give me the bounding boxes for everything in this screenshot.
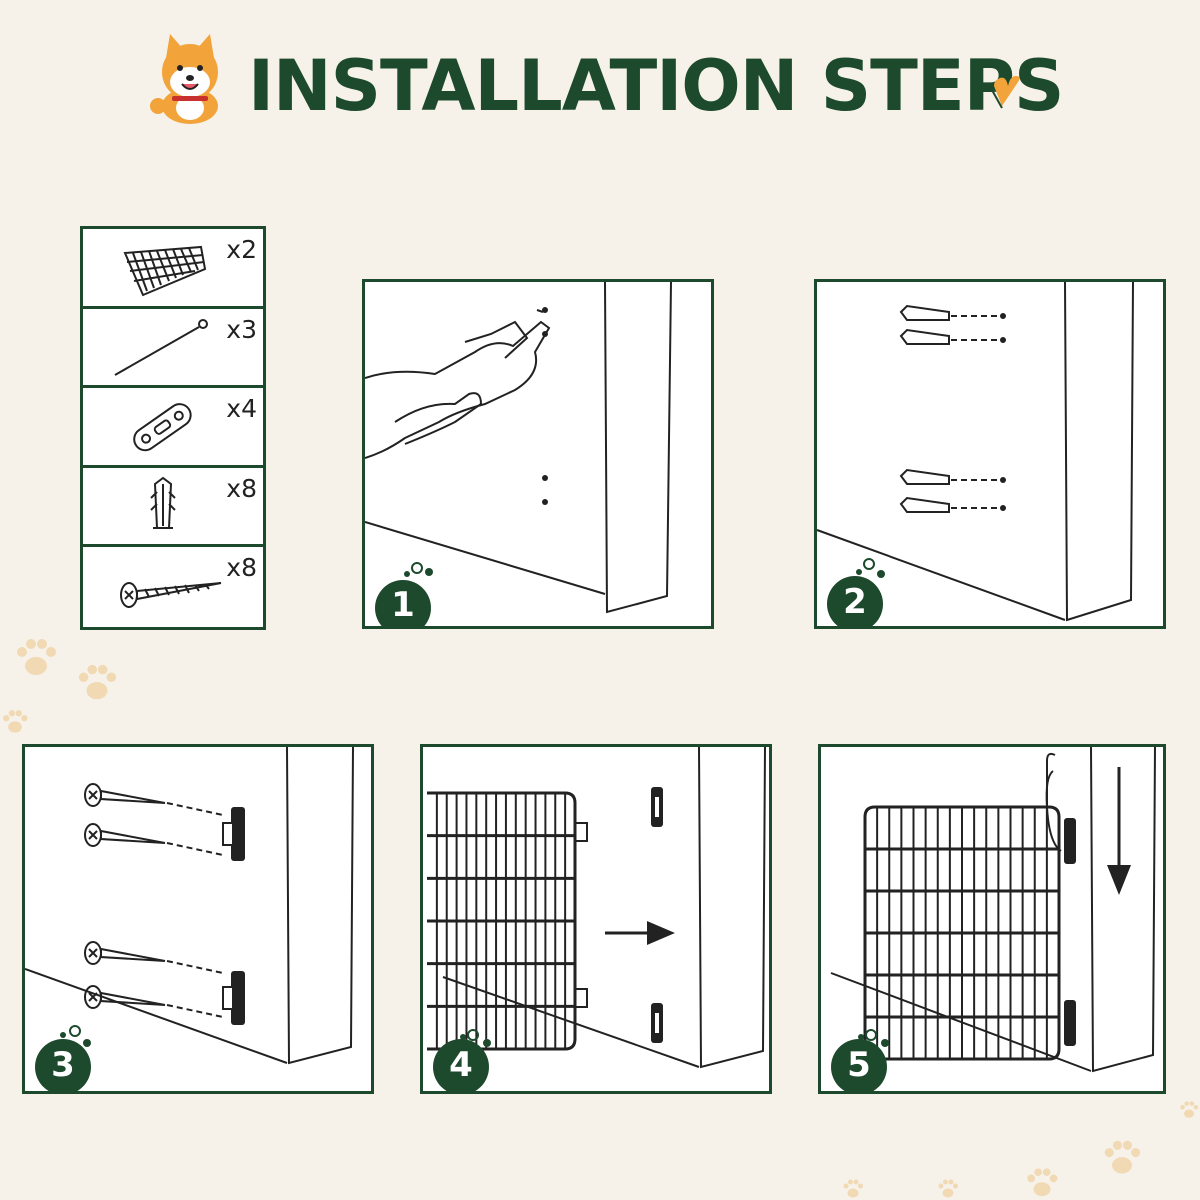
step-badge-icon (433, 1029, 491, 1091)
step-3-panel: 3 (22, 744, 374, 1094)
hinges (1045, 752, 1076, 1046)
step-number: 4 (449, 1045, 473, 1085)
step-badge-icon (827, 558, 885, 626)
paw-print-icon (78, 664, 117, 700)
paw-print-icon (1027, 1168, 1058, 1197)
step-4-illustration (427, 747, 766, 1091)
step-badge-icon (35, 1025, 91, 1091)
step-2-illustration (817, 282, 1134, 626)
step-3-illustration (25, 747, 354, 1091)
arrow-down-icon (1107, 767, 1131, 895)
screw-icon (120, 582, 222, 609)
paw-print-icon (17, 639, 56, 675)
paw-print-icon (843, 1179, 863, 1198)
step-number: 3 (51, 1045, 75, 1085)
part-row-hook-rod: x3 (83, 309, 263, 389)
bracket-plate-icon (133, 403, 192, 452)
arrow-right-icon (605, 921, 675, 945)
step-5-panel: 5 (818, 744, 1166, 1094)
gate-panel (863, 805, 1061, 1061)
hook-rod-icon (114, 318, 208, 376)
wall-anchor-icon (150, 476, 176, 529)
gate-panel-icon (123, 245, 207, 297)
part-row-screw: x8 (83, 547, 263, 627)
step-4-panel: 4 (420, 744, 772, 1094)
paw-print-icon (938, 1179, 958, 1198)
step-1-panel: 1 (362, 279, 714, 629)
bracket-plates (222, 807, 245, 1025)
gate-panel (427, 791, 588, 1051)
step-1-illustration (365, 282, 672, 626)
anchor-pair-top (899, 304, 1001, 513)
step-2-panel: 2 (814, 279, 1166, 629)
step-badge-icon (375, 562, 433, 626)
part-qty: x4 (226, 394, 257, 424)
step-5-illustration (830, 747, 1156, 1091)
dog-mascot-icon (150, 34, 218, 124)
parts-list: x2 x3 x4 x8 (80, 226, 266, 630)
part-qty: x8 (226, 553, 257, 583)
step-number: 2 (843, 582, 867, 622)
wall-brackets (651, 787, 663, 1043)
page-title: INSTALLATION STEPS (248, 45, 1064, 127)
part-qty: x8 (226, 473, 257, 503)
part-row-gate-panel: x2 (83, 229, 263, 309)
heart-icon (991, 76, 1020, 109)
paw-print-icon (1104, 1140, 1141, 1174)
step-number: 1 (391, 585, 415, 625)
paw-print-icon (1180, 1101, 1199, 1118)
part-row-wall-anchor: x8 (83, 468, 263, 548)
part-row-bracket-plate: x4 (83, 388, 263, 468)
part-qty: x3 (226, 314, 257, 344)
screws-group (84, 783, 224, 1018)
part-qty: x2 (226, 235, 257, 264)
step-badge-icon (831, 1029, 889, 1091)
paw-print-icon (3, 710, 28, 733)
step-number: 5 (847, 1045, 871, 1085)
